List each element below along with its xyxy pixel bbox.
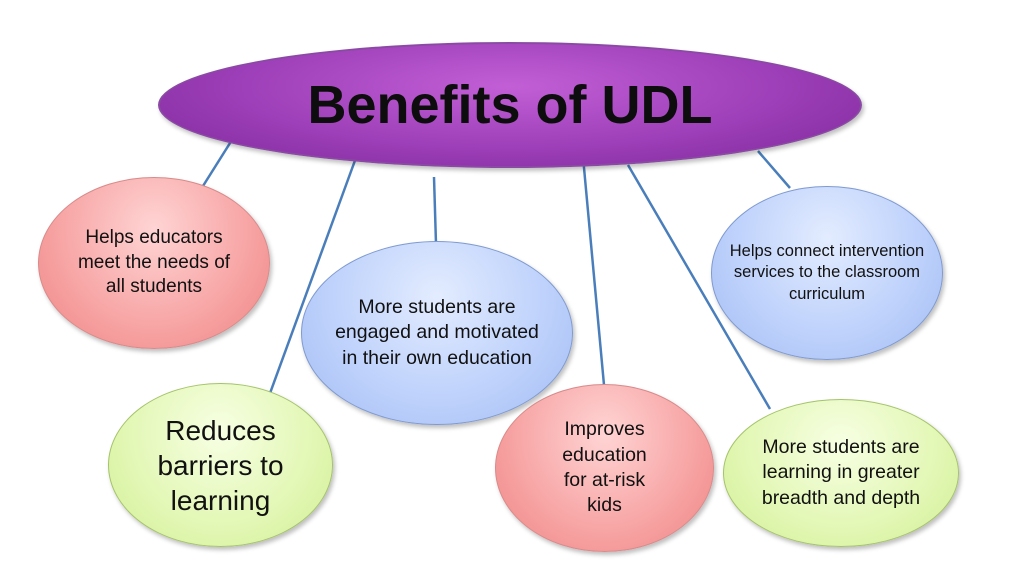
connector-line [757,150,791,189]
connector-line [432,176,438,245]
node-greater-breadth-text: More students are learning in greater br… [761,435,921,509]
connector-line [626,164,772,410]
node-reduces-barriers: Reduces barriers to learning [108,383,333,547]
diagram-title: Benefits of UDL [158,42,862,168]
node-greater-breadth: More students are learning in greater br… [723,399,959,547]
connector-line [267,143,363,397]
node-helps-educators-text: Helps educators meet the needs of all st… [77,226,231,298]
node-improves-education-text: Improves education for at-risk kids [562,418,647,517]
node-connect-intervention-text: Helps connect intervention services to t… [729,241,925,303]
node-improves-education: Improves education for at-risk kids [495,384,714,552]
diagram-title-text: Benefits of UDL [307,75,713,135]
node-reduces-barriers-text: Reduces barriers to learning [157,414,284,516]
node-students-engaged: More students are engaged and motivated … [301,241,573,425]
node-helps-educators: Helps educators meet the needs of all st… [38,177,270,349]
connector-line [580,145,606,386]
node-students-engaged-text: More students are engaged and motivated … [335,295,539,369]
node-connect-intervention: Helps connect intervention services to t… [711,186,943,360]
